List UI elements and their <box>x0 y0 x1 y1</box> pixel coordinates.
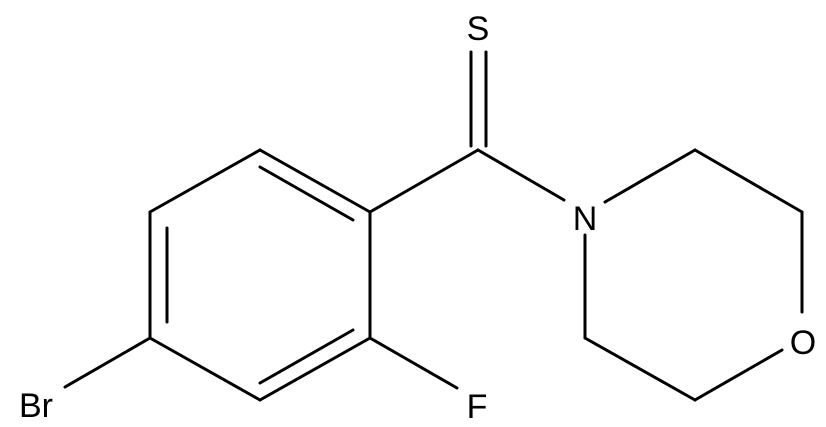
bond-ring-to-bromine <box>63 336 152 389</box>
morpholine-bond-c2-c3 <box>693 148 804 214</box>
ring-bond-c4-c5 <box>148 336 262 402</box>
nitrogen-label: N <box>573 200 598 238</box>
fluorine-label: F <box>467 388 488 426</box>
bond-ring-to-fluorine <box>368 336 459 390</box>
morpholine-ring <box>583 148 804 402</box>
morpholine-bond-o-c5 <box>693 348 784 402</box>
bond-thiocarbonyl-to-n <box>476 148 566 202</box>
ring-double-bond-inner-1 <box>258 165 355 222</box>
morpholine-bond-c5-c6 <box>583 336 697 402</box>
morpholine-bond-n-c2 <box>603 148 697 204</box>
ring-bond-c5-c6 <box>258 336 372 402</box>
ring-bond-c2-c3 <box>148 148 262 214</box>
oxygen-label: O <box>790 324 816 362</box>
thiocarbonyl-group <box>368 50 566 214</box>
ring-bond-c1-c2 <box>258 148 372 214</box>
ring-double-bond-inner-3 <box>258 328 355 385</box>
benzene-ring <box>148 148 372 402</box>
sulfur-label: S <box>467 10 490 48</box>
bromine-label: Br <box>19 387 53 425</box>
bond-ring-to-thiocarbonyl <box>368 148 480 214</box>
